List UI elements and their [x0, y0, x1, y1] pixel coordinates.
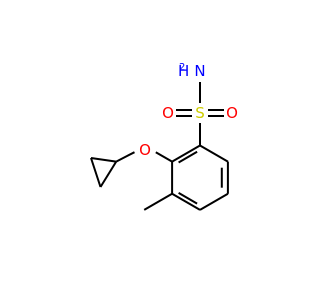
- structure-canvas: S O O O H N 2: [90, 62, 238, 211]
- bond: [199, 192, 229, 211]
- bond: [171, 144, 201, 163]
- bond: [99, 161, 118, 188]
- ether-oxygen-atom-label: O: [139, 141, 151, 159]
- sulfonyl-double-bonds: [176, 109, 224, 117]
- bond: [171, 192, 201, 211]
- sulfur-atom-label: S: [195, 104, 205, 122]
- molecule-structure: S O O O H N 2: [90, 62, 238, 211]
- nitrogen-atom-label: H N: [178, 62, 206, 80]
- bond: [90, 157, 102, 188]
- aryl-oxygen-bond: [155, 151, 173, 163]
- amine-nitrogen-label: N: [194, 62, 205, 80]
- cyclopropyl-ring: [90, 157, 118, 188]
- oxygen-left-atom-label: O: [162, 104, 174, 122]
- benzene-ring: [171, 144, 229, 211]
- double-bond-inner: [178, 150, 198, 164]
- bond: [199, 144, 229, 163]
- hydrogen-subscript: 2: [179, 62, 185, 73]
- methyl-bond: [143, 192, 173, 211]
- oxygen-right-atom-label: O: [226, 104, 238, 122]
- double-bond-inner: [178, 192, 198, 205]
- amine-hydrogen-label: H: [178, 62, 189, 80]
- oxygen-cyclopropyl-bond: [115, 151, 135, 163]
- bond: [90, 157, 117, 163]
